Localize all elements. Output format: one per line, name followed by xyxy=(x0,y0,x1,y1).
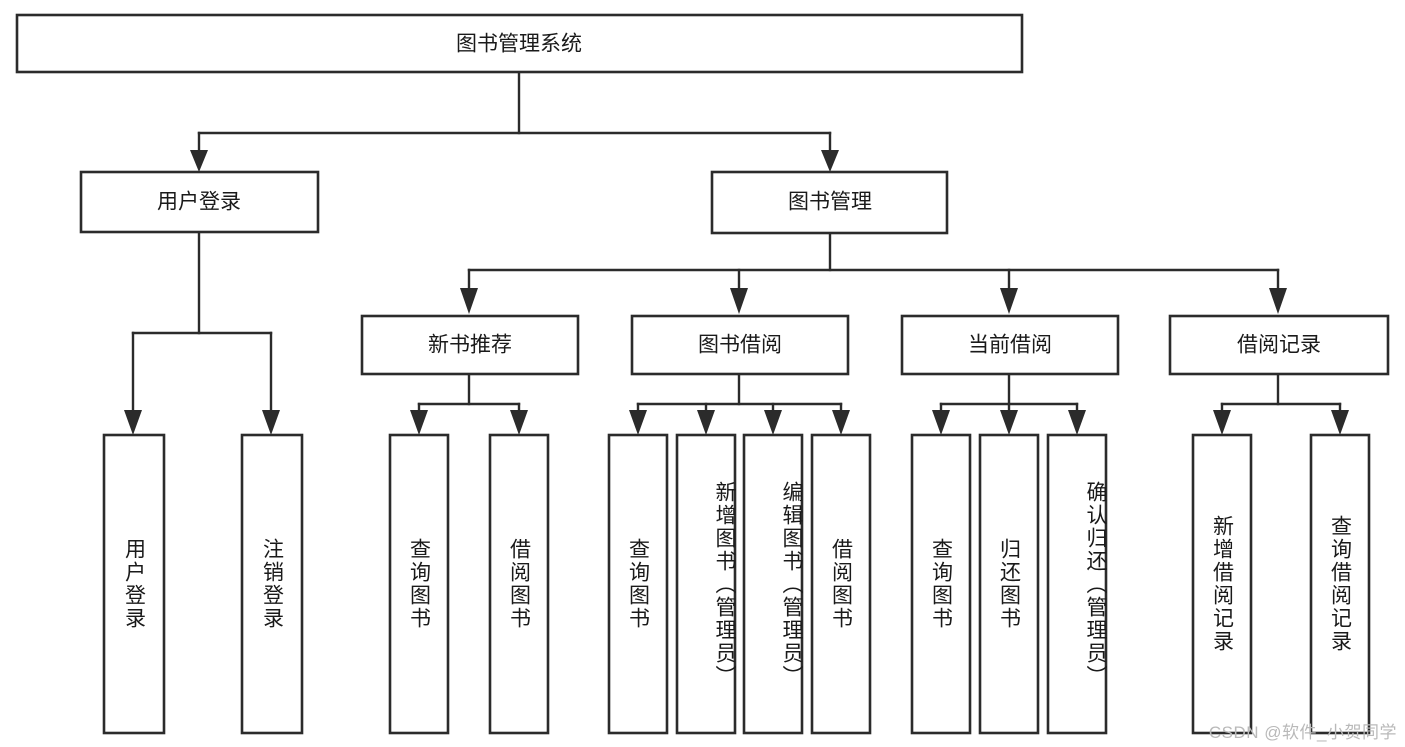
node-book-borrow-label: 图书借阅 xyxy=(698,334,782,357)
node-book-management[interactable]: 图书管理 xyxy=(710,170,949,235)
connector-newbook-to-leaves xyxy=(410,372,528,435)
node-leaf-query-book-1[interactable] xyxy=(388,433,450,735)
node-leaf-query-book-2[interactable] xyxy=(607,433,669,735)
node-user-login[interactable]: 用户登录 xyxy=(79,170,320,234)
leaf-boxes xyxy=(102,433,1371,735)
node-leaf-user-login[interactable] xyxy=(102,433,166,735)
connector-currentborrow-to-leaves xyxy=(932,372,1086,435)
node-book-borrow[interactable]: 图书借阅 xyxy=(630,314,850,376)
node-borrow-record-label: 借阅记录 xyxy=(1237,334,1321,357)
node-leaf-user-logout[interactable] xyxy=(240,433,304,735)
node-root-label: 图书管理系统 xyxy=(456,33,582,56)
node-new-book-recommend[interactable]: 新书推荐 xyxy=(360,314,580,376)
connector-bookborrow-to-leaves xyxy=(629,372,850,435)
node-leaf-add-record[interactable] xyxy=(1191,433,1253,735)
connector-userlogin-to-leaves xyxy=(124,230,280,435)
node-root[interactable]: 图书管理系统 xyxy=(15,13,1024,74)
node-leaf-add-book[interactable] xyxy=(675,433,737,735)
node-current-borrow[interactable]: 当前借阅 xyxy=(900,314,1120,376)
node-leaf-borrow-book-1[interactable] xyxy=(488,433,550,735)
watermark-text: CSDN @软件_小贺同学 xyxy=(1208,723,1397,742)
node-leaf-confirm-return[interactable] xyxy=(1046,433,1108,735)
node-new-book-recommend-label: 新书推荐 xyxy=(428,334,512,357)
connector-root-to-level2 xyxy=(190,70,839,172)
node-leaf-return-book[interactable] xyxy=(978,433,1040,735)
connector-bookmanagement-to-level3 xyxy=(460,231,1287,314)
node-user-login-label: 用户登录 xyxy=(157,191,241,214)
node-leaf-query-book-3[interactable] xyxy=(910,433,972,735)
node-leaf-query-record[interactable] xyxy=(1309,433,1371,735)
node-leaf-edit-book[interactable] xyxy=(742,433,804,735)
node-leaf-borrow-book-2[interactable] xyxy=(810,433,872,735)
node-book-management-label: 图书管理 xyxy=(788,191,872,214)
node-borrow-record[interactable]: 借阅记录 xyxy=(1168,314,1390,376)
node-current-borrow-label: 当前借阅 xyxy=(968,334,1052,357)
connector-borrowrecord-to-leaves xyxy=(1213,372,1349,435)
